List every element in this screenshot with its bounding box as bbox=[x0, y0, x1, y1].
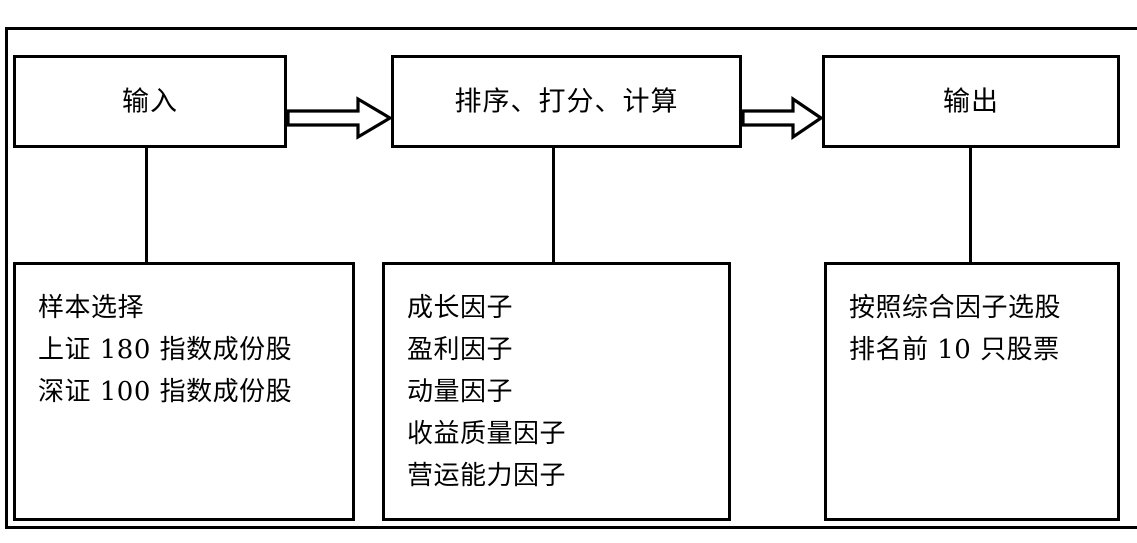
process-box-ranking-label: 排序、打分、计算 bbox=[454, 85, 679, 117]
connector-output-to-result bbox=[969, 148, 972, 262]
list-item: 上证 180 指数成份股 bbox=[38, 335, 293, 366]
list-item: 按照综合因子选股 bbox=[849, 293, 1062, 323]
list-item: 收益质量因子 bbox=[407, 419, 567, 450]
outer-frame bbox=[5, 27, 1137, 529]
detail-box-result-lines: 按照综合因子选股 排名前 10 只股票 bbox=[849, 287, 1107, 371]
process-box-output-label: 输出 bbox=[943, 85, 999, 117]
block-arrow-right-icon bbox=[286, 96, 392, 140]
detail-box-factors-lines: 成长因子 盈利因子 动量因子 收益质量因子 营运能力因子 bbox=[407, 287, 718, 498]
list-item: 动量因子 bbox=[407, 377, 514, 408]
connector-ranking-to-factors bbox=[552, 148, 555, 262]
list-item: 成长因子 bbox=[407, 293, 514, 323]
detail-box-factors: 成长因子 盈利因子 动量因子 收益质量因子 营运能力因子 bbox=[382, 262, 731, 521]
list-item: 营运能力因子 bbox=[407, 461, 567, 492]
process-box-output: 输出 bbox=[822, 55, 1120, 148]
list-item: 排名前 10 只股票 bbox=[849, 335, 1060, 366]
list-item: 深证 100 指数成份股 bbox=[38, 377, 293, 408]
detail-box-result: 按照综合因子选股 排名前 10 只股票 bbox=[824, 262, 1120, 521]
list-item: 盈利因子 bbox=[407, 335, 514, 366]
arrow-input-to-ranking-icon bbox=[286, 96, 392, 140]
connector-input-to-sample bbox=[145, 148, 148, 262]
arrow-ranking-to-output-icon bbox=[741, 96, 823, 140]
list-item: 样本选择 bbox=[38, 293, 145, 323]
process-box-ranking: 排序、打分、计算 bbox=[391, 55, 742, 148]
block-arrow-right-icon bbox=[741, 96, 823, 140]
process-box-input: 输入 bbox=[13, 55, 287, 148]
detail-box-sample-selection-lines: 样本选择 上证 180 指数成份股 深证 100 指数成份股 bbox=[38, 287, 342, 413]
detail-box-sample-selection: 样本选择 上证 180 指数成份股 深证 100 指数成份股 bbox=[13, 262, 355, 521]
process-box-input-label: 输入 bbox=[122, 85, 178, 117]
